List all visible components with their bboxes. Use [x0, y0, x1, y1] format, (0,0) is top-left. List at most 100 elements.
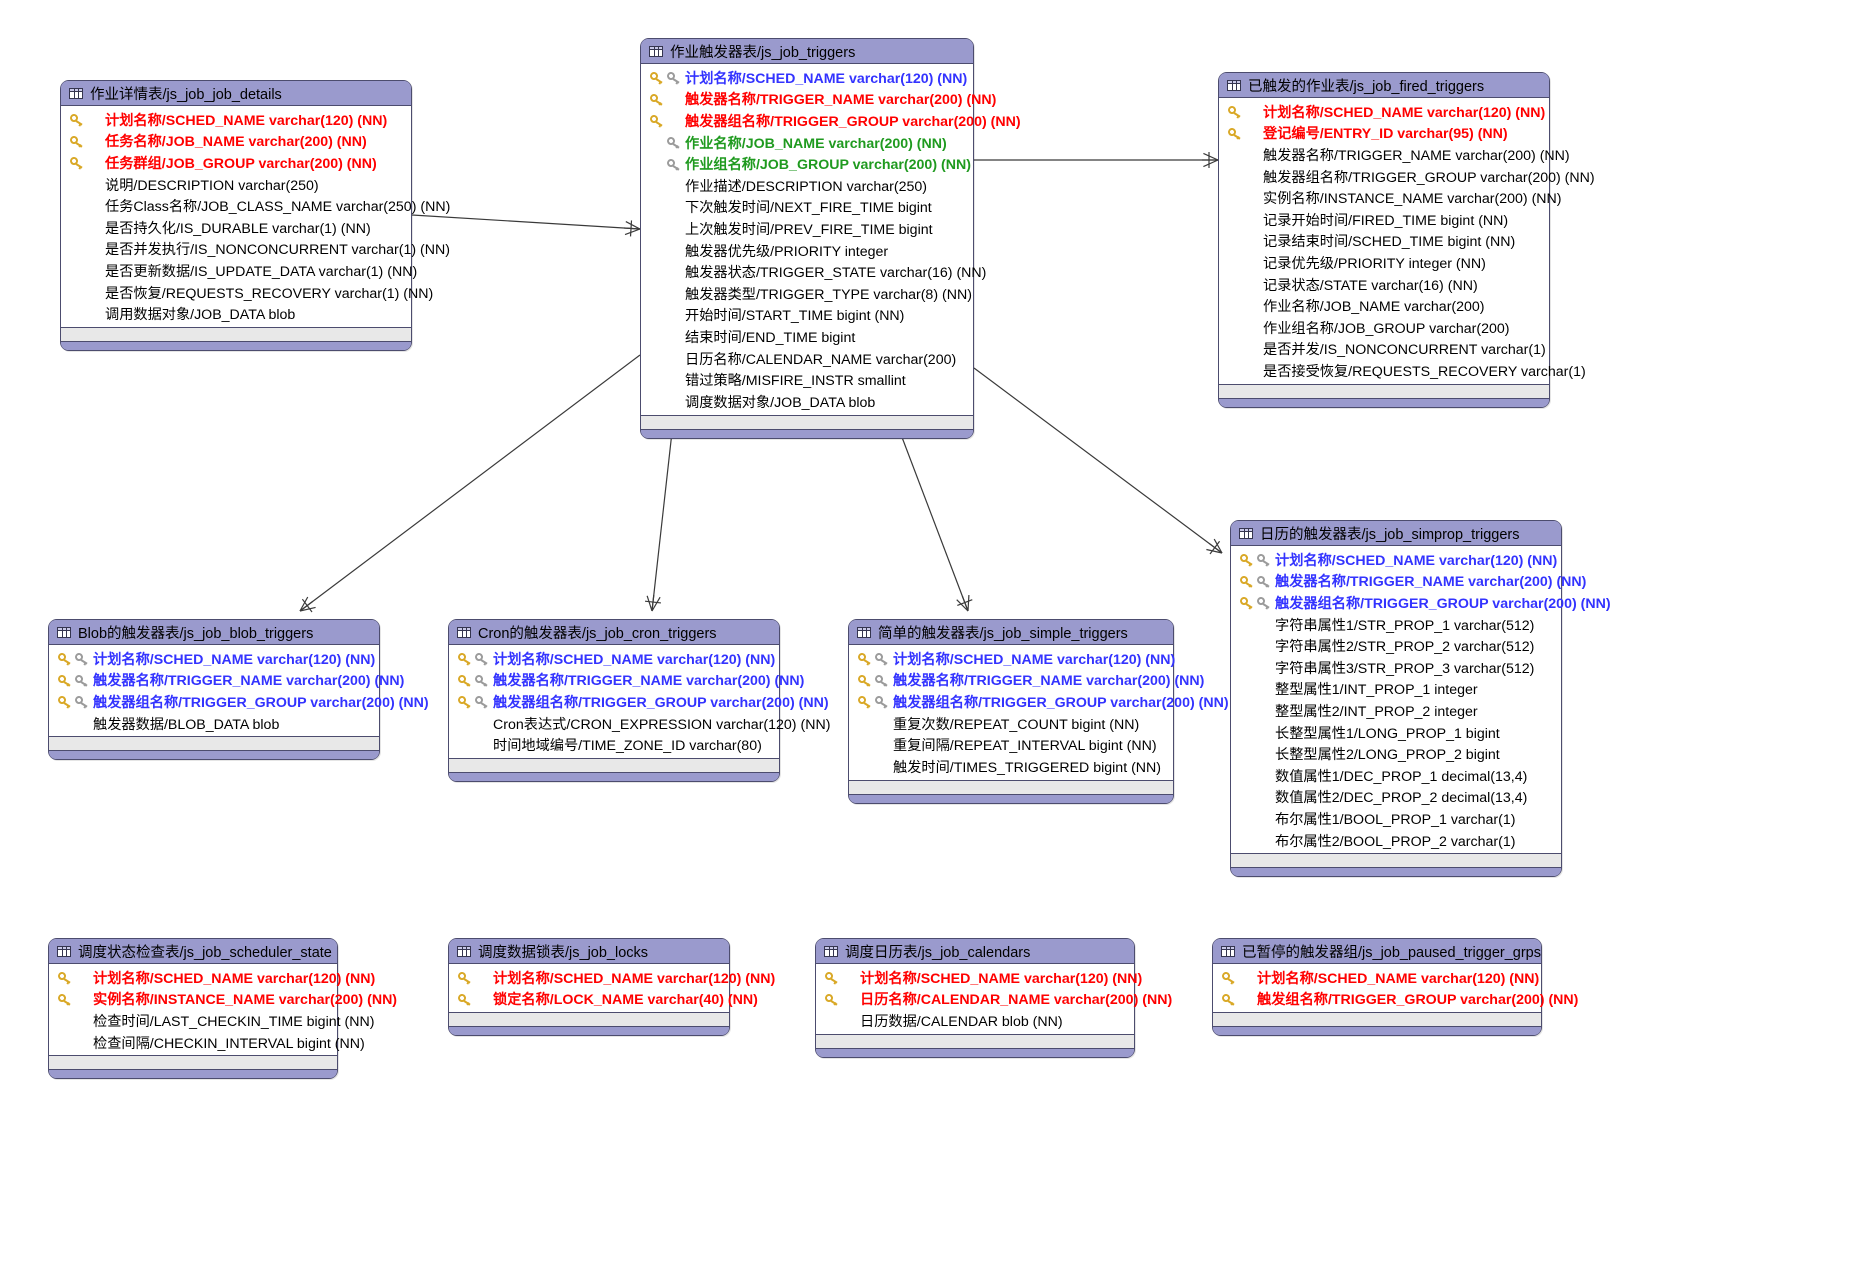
- attribute-row[interactable]: 计划名称/SCHED_NAME varchar(120) (NN): [1219, 101, 1549, 123]
- entity-cron_triggers[interactable]: Cron的触发器表/js_job_cron_triggers 计划名称/SCHED…: [448, 619, 830, 782]
- attribute-row[interactable]: 计划名称/SCHED_NAME varchar(120) (NN): [816, 967, 1142, 989]
- attribute-row[interactable]: 触发器类型/TRIGGER_TYPE varchar(8) (NN): [641, 283, 973, 305]
- attribute-row[interactable]: 调用数据对象/JOB_DATA blob: [61, 303, 411, 325]
- attribute-row[interactable]: 触发器组名称/TRIGGER_GROUP varchar(200) (NN): [49, 691, 429, 713]
- attribute-row[interactable]: 重复次数/REPEAT_COUNT bigint (NN): [849, 713, 1173, 735]
- entity-locks[interactable]: 调度数据锁表/js_job_locks 计划名称/SCHED_NAME varch…: [448, 938, 775, 1037]
- attribute-row[interactable]: 触发器组名称/TRIGGER_GROUP varchar(200) (NN): [1231, 592, 1611, 614]
- attribute-row[interactable]: 重复间隔/REPEAT_INTERVAL bigint (NN): [849, 734, 1173, 756]
- attribute-row[interactable]: 错过策略/MISFIRE_INSTR smallint: [641, 369, 973, 391]
- entity-header-cron_triggers[interactable]: Cron的触发器表/js_job_cron_triggers: [449, 620, 779, 645]
- attribute-row[interactable]: Cron表达式/CRON_EXPRESSION varchar(120) (NN…: [449, 713, 830, 735]
- attribute-row[interactable]: 触发器状态/TRIGGER_STATE varchar(16) (NN): [641, 261, 986, 283]
- attribute-row[interactable]: 时间地域编号/TIME_ZONE_ID varchar(80): [449, 734, 779, 756]
- entity-header-simple_triggers[interactable]: 简单的触发器表/js_job_simple_triggers: [849, 620, 1173, 645]
- attribute-row[interactable]: 触发器组名称/TRIGGER_GROUP varchar(200) (NN): [449, 691, 829, 713]
- entity-header-simprop_triggers[interactable]: 日历的触发器表/js_job_simprop_triggers: [1231, 521, 1561, 546]
- entity-fired_triggers[interactable]: 已触发的作业表/js_job_fired_triggers 计划名称/SCHED_…: [1218, 72, 1595, 408]
- attribute-row[interactable]: 任务群组/JOB_GROUP varchar(200) (NN): [61, 152, 411, 174]
- attribute-row[interactable]: 开始时间/START_TIME bigint (NN): [641, 305, 973, 327]
- entity-header-blob_triggers[interactable]: Blob的触发器表/js_job_blob_triggers: [49, 620, 379, 645]
- attribute-row[interactable]: 锁定名称/LOCK_NAME varchar(40) (NN): [449, 989, 758, 1011]
- entity-header-job_details[interactable]: 作业详情表/js_job_job_details: [61, 81, 411, 106]
- attribute-row[interactable]: 上次触发时间/PREV_FIRE_TIME bigint: [641, 218, 973, 240]
- attribute-row[interactable]: 触发器名称/TRIGGER_NAME varchar(200) (NN): [49, 670, 404, 692]
- attribute-row[interactable]: 计划名称/SCHED_NAME varchar(120) (NN): [449, 648, 779, 670]
- attribute-row[interactable]: 调度数据对象/JOB_DATA blob: [641, 391, 973, 413]
- attribute-row[interactable]: 记录开始时间/FIRED_TIME bigint (NN): [1219, 209, 1549, 231]
- attribute-row[interactable]: 整型属性1/INT_PROP_1 integer: [1231, 679, 1561, 701]
- attribute-row[interactable]: 是否持久化/IS_DURABLE varchar(1) (NN): [61, 217, 411, 239]
- attribute-row[interactable]: 触发器组名称/TRIGGER_GROUP varchar(200) (NN): [1219, 166, 1595, 188]
- attribute-row[interactable]: 是否恢复/REQUESTS_RECOVERY varchar(1) (NN): [61, 282, 433, 304]
- attribute-row[interactable]: 是否并发/IS_NONCONCURRENT varchar(1): [1219, 339, 1549, 361]
- attribute-row[interactable]: 触发器名称/TRIGGER_NAME varchar(200) (NN): [1231, 571, 1586, 593]
- attribute-row[interactable]: 字符串属性3/STR_PROP_3 varchar(512): [1231, 657, 1561, 679]
- entity-blob_triggers[interactable]: Blob的触发器表/js_job_blob_triggers 计划名称/SCHED…: [48, 619, 429, 761]
- attribute-row[interactable]: 长整型属性1/LONG_PROP_1 bigint: [1231, 722, 1561, 744]
- entity-header-paused_trigger_grps[interactable]: 已暂停的触发器组/js_job_paused_trigger_grps: [1213, 939, 1541, 964]
- attribute-row[interactable]: 字符串属性1/STR_PROP_1 varchar(512): [1231, 614, 1561, 636]
- attribute-row[interactable]: 触发器组名称/TRIGGER_GROUP varchar(200) (NN): [849, 691, 1229, 713]
- attribute-row[interactable]: 计划名称/SCHED_NAME varchar(120) (NN): [61, 109, 411, 131]
- attribute-row[interactable]: 触发器组名称/TRIGGER_GROUP varchar(200) (NN): [641, 110, 1021, 132]
- attribute-row[interactable]: 长整型属性2/LONG_PROP_2 bigint: [1231, 743, 1561, 765]
- attribute-row[interactable]: 数值属性2/DEC_PROP_2 decimal(13,4): [1231, 787, 1561, 809]
- entity-paused_trigger_grps[interactable]: 已暂停的触发器组/js_job_paused_trigger_grps 计划名称/…: [1212, 938, 1578, 1037]
- entity-triggers[interactable]: 作业触发器表/js_job_triggers 计划名称/SCHED_NAME va…: [640, 38, 1021, 439]
- attribute-row[interactable]: 是否接受恢复/REQUESTS_RECOVERY varchar(1): [1219, 360, 1586, 382]
- attribute-row[interactable]: 记录结束时间/SCHED_TIME bigint (NN): [1219, 231, 1549, 253]
- attribute-row[interactable]: 是否更新数据/IS_UPDATE_DATA varchar(1) (NN): [61, 260, 417, 282]
- entity-simple_triggers[interactable]: 简单的触发器表/js_job_simple_triggers 计划名称/SCHED…: [848, 619, 1229, 804]
- entity-header-locks[interactable]: 调度数据锁表/js_job_locks: [449, 939, 729, 964]
- attribute-row[interactable]: 计划名称/SCHED_NAME varchar(120) (NN): [49, 648, 379, 670]
- attribute-row[interactable]: 作业描述/DESCRIPTION varchar(250): [641, 175, 973, 197]
- attribute-row[interactable]: 计划名称/SCHED_NAME varchar(120) (NN): [641, 67, 973, 89]
- attribute-row[interactable]: 作业组名称/JOB_GROUP varchar(200) (NN): [641, 153, 973, 175]
- attribute-row[interactable]: 触发组名称/TRIGGER_GROUP varchar(200) (NN): [1213, 989, 1578, 1011]
- entity-simprop_triggers[interactable]: 日历的触发器表/js_job_simprop_triggers 计划名称/SCHE…: [1230, 520, 1611, 878]
- attribute-row[interactable]: 检查间隔/CHECKIN_INTERVAL bigint (NN): [49, 1032, 365, 1054]
- entity-header-calendars[interactable]: 调度日历表/js_job_calendars: [816, 939, 1134, 964]
- attribute-row[interactable]: 计划名称/SCHED_NAME varchar(120) (NN): [1213, 967, 1541, 989]
- entity-calendars[interactable]: 调度日历表/js_job_calendars 计划名称/SCHED_NAME va…: [815, 938, 1172, 1058]
- attribute-row[interactable]: 触发器名称/TRIGGER_NAME varchar(200) (NN): [1219, 144, 1570, 166]
- entity-scheduler_state[interactable]: 调度状态检查表/js_job_scheduler_state 计划名称/SCHED…: [48, 938, 397, 1080]
- attribute-row[interactable]: 实例名称/INSTANCE_NAME varchar(200) (NN): [49, 989, 397, 1011]
- attribute-row[interactable]: 计划名称/SCHED_NAME varchar(120) (NN): [49, 967, 375, 989]
- attribute-row[interactable]: 整型属性2/INT_PROP_2 integer: [1231, 700, 1561, 722]
- attribute-row[interactable]: 是否并发执行/IS_NONCONCURRENT varchar(1) (NN): [61, 239, 450, 261]
- attribute-row[interactable]: 触发器名称/TRIGGER_NAME varchar(200) (NN): [449, 670, 804, 692]
- attribute-row[interactable]: 作业组名称/JOB_GROUP varchar(200): [1219, 317, 1549, 339]
- attribute-row[interactable]: 作业名称/JOB_NAME varchar(200): [1219, 295, 1549, 317]
- attribute-row[interactable]: 触发时间/TIMES_TRIGGERED bigint (NN): [849, 756, 1173, 778]
- attribute-row[interactable]: 计划名称/SCHED_NAME varchar(120) (NN): [1231, 549, 1561, 571]
- attribute-row[interactable]: 数值属性1/DEC_PROP_1 decimal(13,4): [1231, 765, 1561, 787]
- attribute-row[interactable]: 计划名称/SCHED_NAME varchar(120) (NN): [849, 648, 1175, 670]
- entity-header-triggers[interactable]: 作业触发器表/js_job_triggers: [641, 39, 973, 64]
- attribute-row[interactable]: 计划名称/SCHED_NAME varchar(120) (NN): [449, 967, 775, 989]
- attribute-row[interactable]: 作业名称/JOB_NAME varchar(200) (NN): [641, 132, 973, 154]
- attribute-row[interactable]: 任务名称/JOB_NAME varchar(200) (NN): [61, 131, 411, 153]
- attribute-row[interactable]: 触发器数据/BLOB_DATA blob: [49, 713, 379, 735]
- attribute-row[interactable]: 结束时间/END_TIME bigint: [641, 326, 973, 348]
- attribute-row[interactable]: 布尔属性1/BOOL_PROP_1 varchar(1): [1231, 808, 1561, 830]
- attribute-row[interactable]: 触发器名称/TRIGGER_NAME varchar(200) (NN): [849, 670, 1204, 692]
- attribute-row[interactable]: 字符串属性2/STR_PROP_2 varchar(512): [1231, 635, 1561, 657]
- attribute-row[interactable]: 说明/DESCRIPTION varchar(250): [61, 174, 411, 196]
- attribute-row[interactable]: 实例名称/INSTANCE_NAME varchar(200) (NN): [1219, 187, 1562, 209]
- attribute-row[interactable]: 布尔属性2/BOOL_PROP_2 varchar(1): [1231, 830, 1561, 852]
- entity-job_details[interactable]: 作业详情表/js_job_job_details 计划名称/SCHED_NAME …: [60, 80, 450, 351]
- attribute-row[interactable]: 登记编号/ENTRY_ID varchar(95) (NN): [1219, 123, 1549, 145]
- attribute-row[interactable]: 任务Class名称/JOB_CLASS_NAME varchar(250) (N…: [61, 195, 450, 217]
- attribute-row[interactable]: 检查时间/LAST_CHECKIN_TIME bigint (NN): [49, 1010, 374, 1032]
- entity-header-fired_triggers[interactable]: 已触发的作业表/js_job_fired_triggers: [1219, 73, 1549, 98]
- attribute-row[interactable]: 日历名称/CALENDAR_NAME varchar(200) (NN): [816, 989, 1172, 1011]
- attribute-row[interactable]: 下次触发时间/NEXT_FIRE_TIME bigint: [641, 197, 973, 219]
- attribute-row[interactable]: 记录优先级/PRIORITY integer (NN): [1219, 252, 1549, 274]
- attribute-row[interactable]: 触发器优先级/PRIORITY integer: [641, 240, 973, 262]
- attribute-row[interactable]: 日历数据/CALENDAR blob (NN): [816, 1010, 1134, 1032]
- attribute-row[interactable]: 日历名称/CALENDAR_NAME varchar(200): [641, 348, 973, 370]
- entity-header-scheduler_state[interactable]: 调度状态检查表/js_job_scheduler_state: [49, 939, 337, 964]
- attribute-row[interactable]: 触发器名称/TRIGGER_NAME varchar(200) (NN): [641, 89, 996, 111]
